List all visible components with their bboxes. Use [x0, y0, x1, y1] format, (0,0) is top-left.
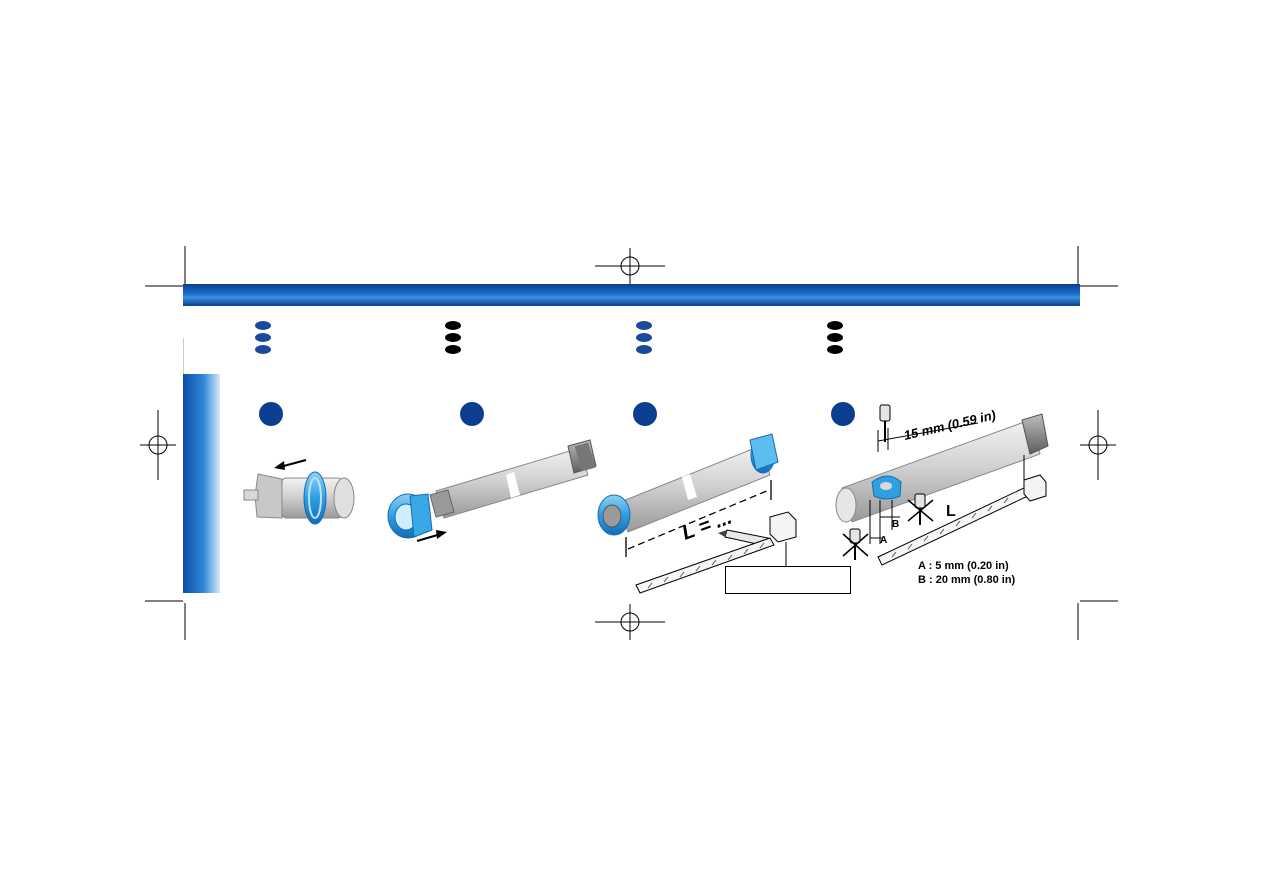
language-dots-1 [255, 321, 271, 354]
arrow-right-icon [416, 530, 447, 542]
crossed-screw-icon [842, 528, 869, 560]
language-dot [636, 321, 652, 330]
registration-mark-right [1080, 410, 1116, 480]
side-band [183, 374, 220, 593]
language-dots-3 [636, 321, 652, 354]
language-dot [255, 345, 271, 354]
tape-measure-icon [635, 511, 797, 594]
side-frame [183, 338, 221, 374]
step4-motor-tube [835, 413, 1049, 523]
step1-motor-head [243, 471, 355, 525]
language-dot [827, 333, 843, 342]
tape-measure-icon [877, 474, 1047, 566]
label-b: B [892, 519, 899, 530]
screw-icon [879, 404, 891, 442]
step-circle-3 [633, 402, 657, 426]
spec-b: B : 20 mm (0.80 in) [918, 574, 1016, 586]
registration-mark-bottom [595, 604, 665, 640]
step-circle-1 [259, 402, 283, 426]
header-band [183, 284, 1080, 306]
language-dot [636, 333, 652, 342]
step3-dimension-line [625, 480, 772, 557]
language-dots-2 [445, 321, 461, 354]
length-label: L [946, 503, 956, 520]
step3-motor-tube [597, 433, 779, 536]
note-box [725, 566, 851, 594]
step2-motor-tube [429, 439, 597, 519]
step-circle-4 [831, 402, 855, 426]
registration-mark-left [140, 410, 176, 480]
arrow-left-icon [274, 459, 307, 470]
spec-a: A : 5 mm (0.20 in) [918, 560, 1009, 572]
language-dots-4 [827, 321, 843, 354]
language-dot [827, 345, 843, 354]
language-dot [636, 345, 652, 354]
dimension-lines [869, 422, 1025, 544]
step2-ring [387, 493, 433, 539]
crossed-screw-icon [907, 493, 934, 525]
language-dot [827, 321, 843, 330]
language-dot [445, 321, 461, 330]
step-circle-2 [460, 402, 484, 426]
language-dot [445, 345, 461, 354]
registration-mark-top [595, 248, 665, 284]
label-a: A [880, 535, 887, 546]
language-dot [445, 333, 461, 342]
length-formula: L = ... [679, 506, 735, 544]
language-dot [255, 333, 271, 342]
language-dot [255, 321, 271, 330]
